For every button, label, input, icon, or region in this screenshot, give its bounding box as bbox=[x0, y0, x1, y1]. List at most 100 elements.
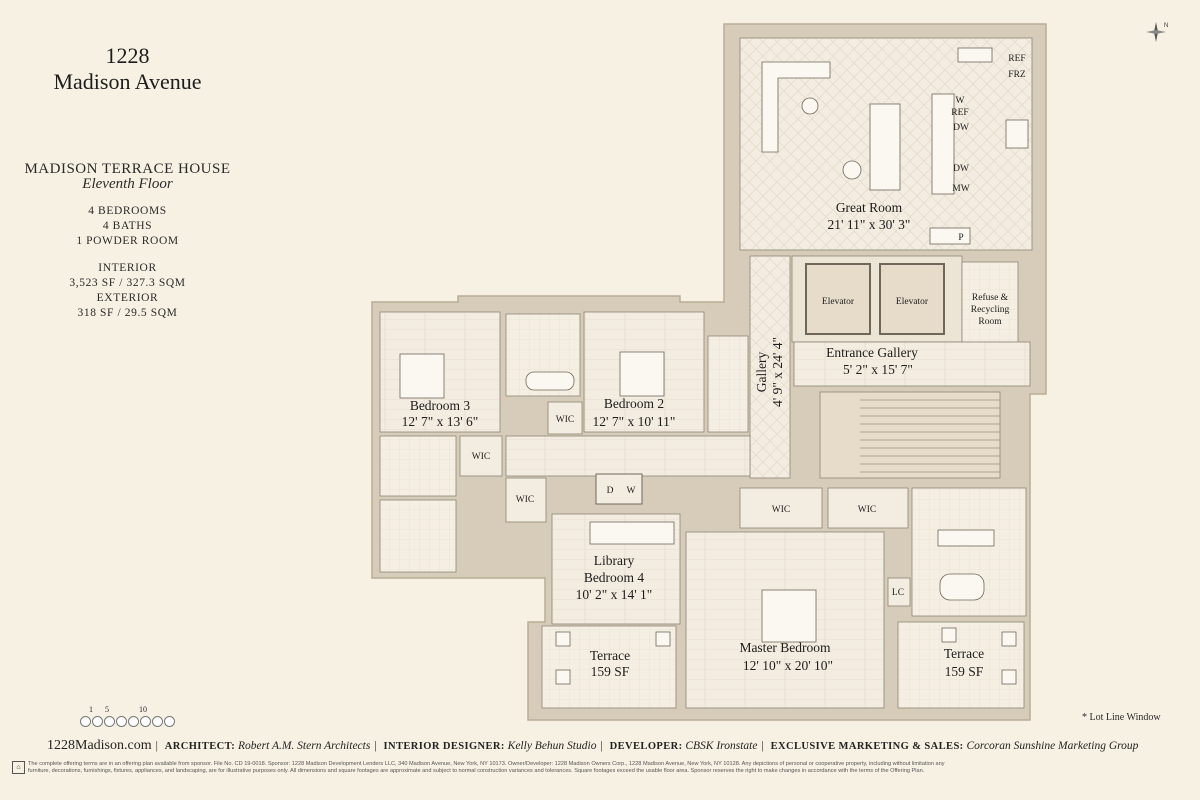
lot-line-note: * Lot Line Window bbox=[1082, 712, 1161, 723]
bedroom2-bed bbox=[619, 351, 665, 397]
wic-bedroom3 bbox=[459, 435, 503, 477]
north-arrow-icon: N bbox=[1146, 22, 1168, 42]
master-bedroom-dims: 12' 10" x 20' 10" bbox=[743, 658, 833, 673]
linen-closet bbox=[887, 577, 911, 607]
wic-middle-label: WIC bbox=[556, 415, 574, 425]
bath-bedroom2 bbox=[707, 335, 749, 433]
wic-left bbox=[505, 477, 547, 523]
entrance-gallery-dims: 5' 2" x 15' 7" bbox=[843, 362, 913, 377]
washer-label: W bbox=[627, 486, 636, 496]
elevator-1-car bbox=[805, 263, 871, 335]
master-bed bbox=[761, 589, 817, 643]
developer-label: DEVELOPER: bbox=[609, 741, 683, 752]
architect-label: ARCHITECT: bbox=[164, 741, 236, 752]
scale-dots bbox=[80, 716, 180, 727]
refuse-label-3: Room bbox=[978, 317, 1002, 327]
exterior-label: EXTERIOR bbox=[96, 292, 159, 304]
corridor bbox=[505, 435, 751, 477]
terrace-left-label: Terrace bbox=[590, 648, 630, 663]
bath-bedroom3-a bbox=[379, 435, 457, 497]
elevator-1-label: Elevator bbox=[822, 297, 855, 307]
gallery-floor bbox=[749, 255, 791, 479]
refuse-room bbox=[961, 261, 1019, 343]
baths-count: 4 BATHS bbox=[102, 220, 153, 232]
ref-label-2: REF bbox=[951, 108, 968, 118]
unit-info: MADISON TERRACE HOUSE Eleventh Floor 4 B… bbox=[0, 162, 255, 321]
unit-floor: Eleventh Floor bbox=[82, 176, 173, 192]
bedroom2-dims: 12' 7" x 10' 11" bbox=[593, 414, 676, 429]
building-street: Madison Avenue bbox=[53, 69, 202, 94]
bedrooms-count: 4 BEDROOMS bbox=[88, 205, 167, 217]
library-sofa bbox=[589, 521, 675, 545]
stair-block bbox=[819, 391, 1001, 479]
marketing-label: EXCLUSIVE MARKETING & SALES: bbox=[770, 741, 964, 752]
master-wic-1-label: WIC bbox=[772, 505, 790, 515]
frz-label: FRZ bbox=[1008, 70, 1026, 80]
library-label: Library bbox=[594, 553, 635, 568]
pantry-label: P bbox=[958, 233, 963, 243]
scale-label-10: 10 bbox=[139, 705, 147, 714]
developer-name: CBSK Ironstate bbox=[685, 740, 758, 752]
footer-credits: 1228Madison.com| ARCHITECT: Robert A.M. … bbox=[47, 738, 1139, 753]
master-wic-2-label: WIC bbox=[858, 505, 876, 515]
powder-count: 1 POWDER ROOM bbox=[76, 235, 179, 247]
website-link[interactable]: 1228Madison.com bbox=[47, 738, 152, 753]
wic-middle bbox=[547, 401, 583, 435]
gallery-dims: 4' 9" x 24' 4" bbox=[770, 337, 785, 407]
marketing-name: Corcoran Sunshine Marketing Group bbox=[966, 740, 1139, 752]
refuse-label-2: Recycling bbox=[971, 305, 1010, 315]
refuse-label-1: Refuse & bbox=[972, 292, 1009, 303]
bedroom3-bed bbox=[399, 353, 445, 399]
linen-closet-label: LC bbox=[892, 588, 904, 598]
designer-label: INTERIOR DESIGNER: bbox=[383, 741, 505, 752]
mw-label: MW bbox=[952, 184, 969, 194]
interior-label: INTERIOR bbox=[98, 262, 157, 274]
exterior-area: 318 SF / 29.5 SQM bbox=[77, 307, 178, 319]
entrance-gallery-floor bbox=[793, 341, 1031, 387]
designer-name: Kelly Behun Studio bbox=[507, 740, 597, 752]
gallery-label: Gallery bbox=[754, 352, 769, 393]
great-room-label: Great Room bbox=[836, 200, 903, 215]
library-label-2: Bedroom 4 bbox=[584, 570, 645, 585]
scale-label-1: 1 bbox=[89, 705, 93, 714]
wic-left-label: WIC bbox=[516, 495, 534, 505]
terrace-left-area: 159 SF bbox=[591, 664, 630, 679]
great-room-dims: 21' 11" x 30' 3" bbox=[828, 217, 911, 232]
master-bedroom-label: Master Bedroom bbox=[739, 640, 831, 655]
legal-disclaimer: The complete offering terms are in an of… bbox=[28, 761, 1173, 775]
elevator-2-car bbox=[879, 263, 945, 335]
library-dims: 10' 2" x 14' 1" bbox=[576, 587, 653, 602]
dw-label: DW bbox=[953, 123, 969, 133]
building-title: 1228 Madison Avenue bbox=[0, 43, 255, 95]
master-bathtub bbox=[939, 573, 985, 601]
terrace-right-label: Terrace bbox=[944, 646, 984, 661]
ref-label: REF bbox=[1008, 54, 1025, 64]
disclaimer-line-2: furniture, decorations, furnishings, fix… bbox=[28, 768, 925, 774]
disclaimer-line-1: The complete offering terms are in an of… bbox=[28, 761, 945, 767]
dryer-label: D bbox=[607, 486, 614, 496]
master-wic-2 bbox=[827, 487, 909, 529]
bedroom3-dims: 12' 7" x 13' 6" bbox=[402, 414, 479, 429]
building-number: 1228 bbox=[105, 43, 150, 68]
w-label: W bbox=[956, 96, 965, 106]
interior-area: 3,523 SF / 327.3 SQM bbox=[69, 277, 186, 289]
washer-dryer-closet bbox=[595, 473, 643, 505]
bathtub bbox=[525, 371, 575, 391]
dw-label-2: DW bbox=[953, 164, 969, 174]
master-wic-1 bbox=[739, 487, 823, 529]
entrance-gallery-label: Entrance Gallery bbox=[826, 345, 918, 360]
bedroom2-label: Bedroom 2 bbox=[604, 396, 664, 411]
scale-label-5: 5 bbox=[105, 705, 109, 714]
scale-bar: 1 5 10 bbox=[80, 705, 180, 727]
elevator-2-label: Elevator bbox=[896, 297, 929, 307]
bedroom3-label: Bedroom 3 bbox=[410, 398, 471, 413]
bath-bedroom3-b bbox=[379, 499, 457, 573]
unit-name: MADISON TERRACE HOUSE bbox=[24, 161, 231, 177]
wic-bedroom3-label: WIC bbox=[472, 452, 490, 462]
equal-housing-icon: ⌂ bbox=[12, 761, 25, 774]
terrace-right-area: 159 SF bbox=[945, 664, 984, 679]
master-bath-vanity bbox=[937, 529, 995, 547]
architect-name: Robert A.M. Stern Architects bbox=[237, 740, 371, 752]
svg-text:N: N bbox=[1164, 23, 1168, 29]
